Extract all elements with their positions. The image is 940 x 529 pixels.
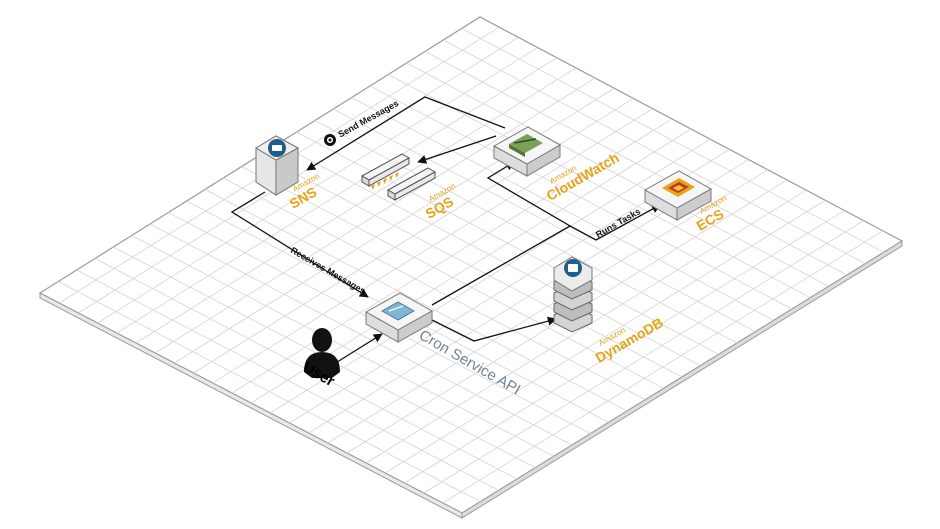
ecs-node[interactable] (643, 170, 713, 221)
edge-receives-messages (230, 191, 369, 298)
connectors (230, 96, 661, 365)
edge-user-to-cron (333, 333, 383, 365)
sqs-icon (371, 172, 399, 190)
edge-cron-to-cloudwatch (431, 161, 572, 306)
grid-lines (58, 26, 884, 504)
dynamodb-node[interactable] (553, 256, 593, 333)
cloudwatch-icon (509, 134, 543, 157)
ecs-icon (662, 178, 695, 197)
edge-cron-to-dynamodb (411, 309, 557, 342)
cloudwatch-node[interactable] (492, 126, 562, 177)
cron-service-node[interactable] (364, 292, 434, 343)
sns-node[interactable] (255, 135, 300, 196)
user-node[interactable] (304, 328, 340, 378)
api-icon (381, 301, 415, 321)
edge-send-messages (306, 96, 506, 171)
sqs-node[interactable] (360, 153, 437, 201)
edge-runs-tasks (569, 204, 661, 241)
user-icon (304, 328, 340, 378)
edge-cloudwatch-to-sqs (417, 135, 497, 164)
grid-platform (38, 16, 904, 519)
